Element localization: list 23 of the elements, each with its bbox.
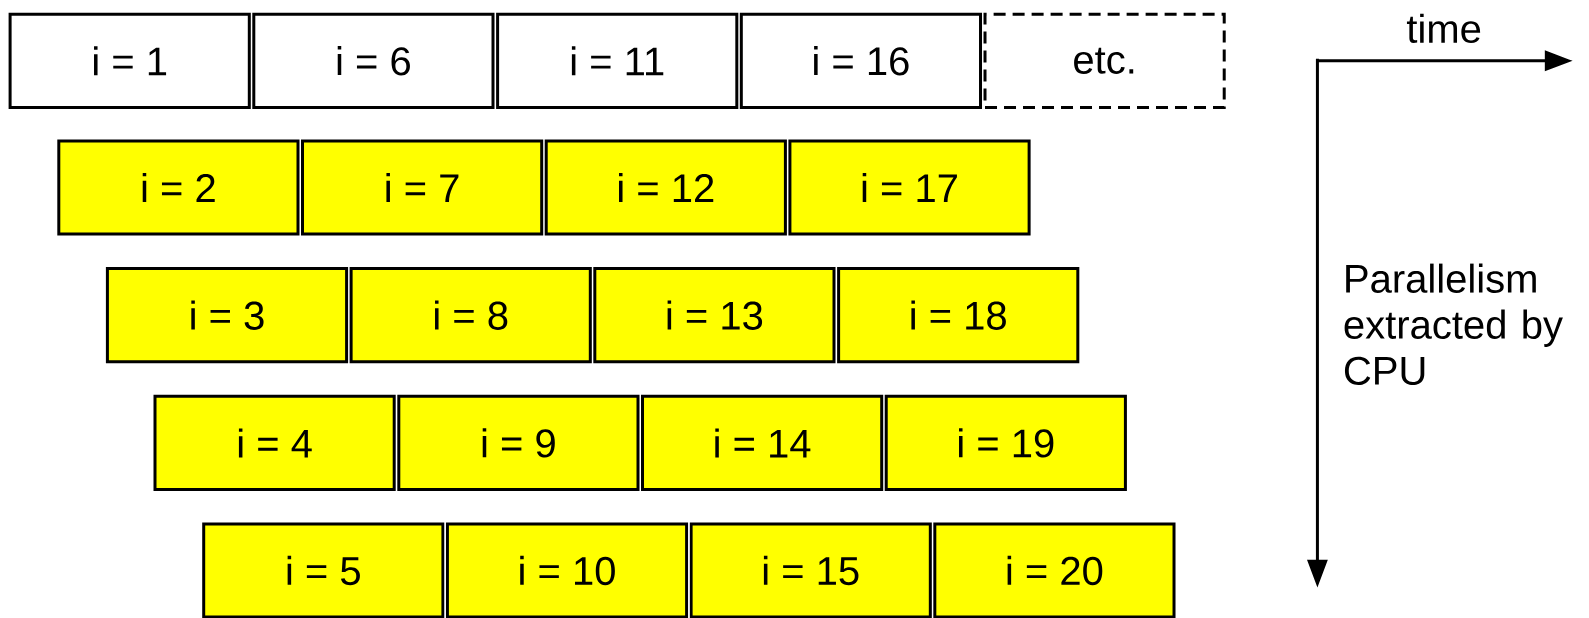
iteration-box: i = 14 [641,394,884,491]
iteration-box: i = 6 [252,12,495,109]
iteration-box: i = 1 [8,12,251,109]
iteration-box: i = 8 [349,267,592,364]
axis-label: Parallelism extracted by CPU [1344,263,1563,385]
iteration-box: i = 7 [301,139,544,236]
iteration-box: i = 11 [496,12,739,109]
iteration-box: i = 16 [739,12,982,109]
iteration-box: i = 3 [105,267,349,364]
iteration-box: i = 13 [593,267,836,364]
iteration-box: i = 9 [397,394,640,491]
iteration-box: i = 19 [884,394,1127,491]
dashed-box: etc. [983,12,1226,109]
iteration-box: i = 10 [445,522,689,618]
iteration-box: i = 2 [57,139,300,236]
iteration-box: i = 4 [153,394,396,491]
iteration-box: i = 15 [689,522,932,618]
time-label: time [1406,13,1481,44]
iteration-box: i = 5 [202,522,445,618]
iteration-box: i = 17 [788,139,1031,236]
iteration-box: i = 20 [933,522,1176,618]
iteration-box: i = 18 [837,267,1080,364]
iteration-box: i = 12 [544,139,787,236]
